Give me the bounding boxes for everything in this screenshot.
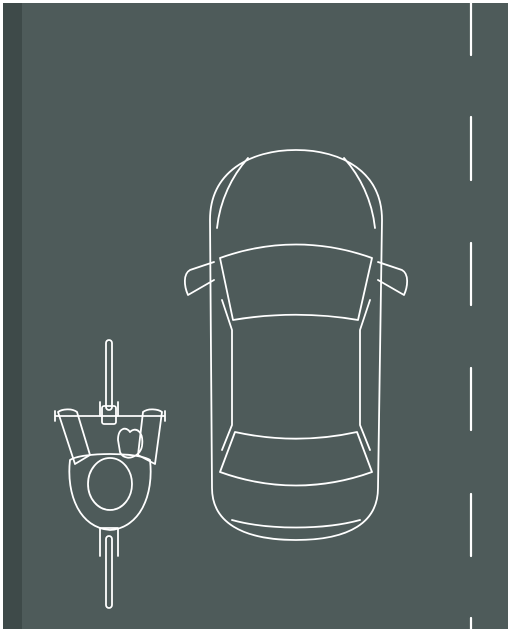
road-curb bbox=[3, 3, 22, 629]
